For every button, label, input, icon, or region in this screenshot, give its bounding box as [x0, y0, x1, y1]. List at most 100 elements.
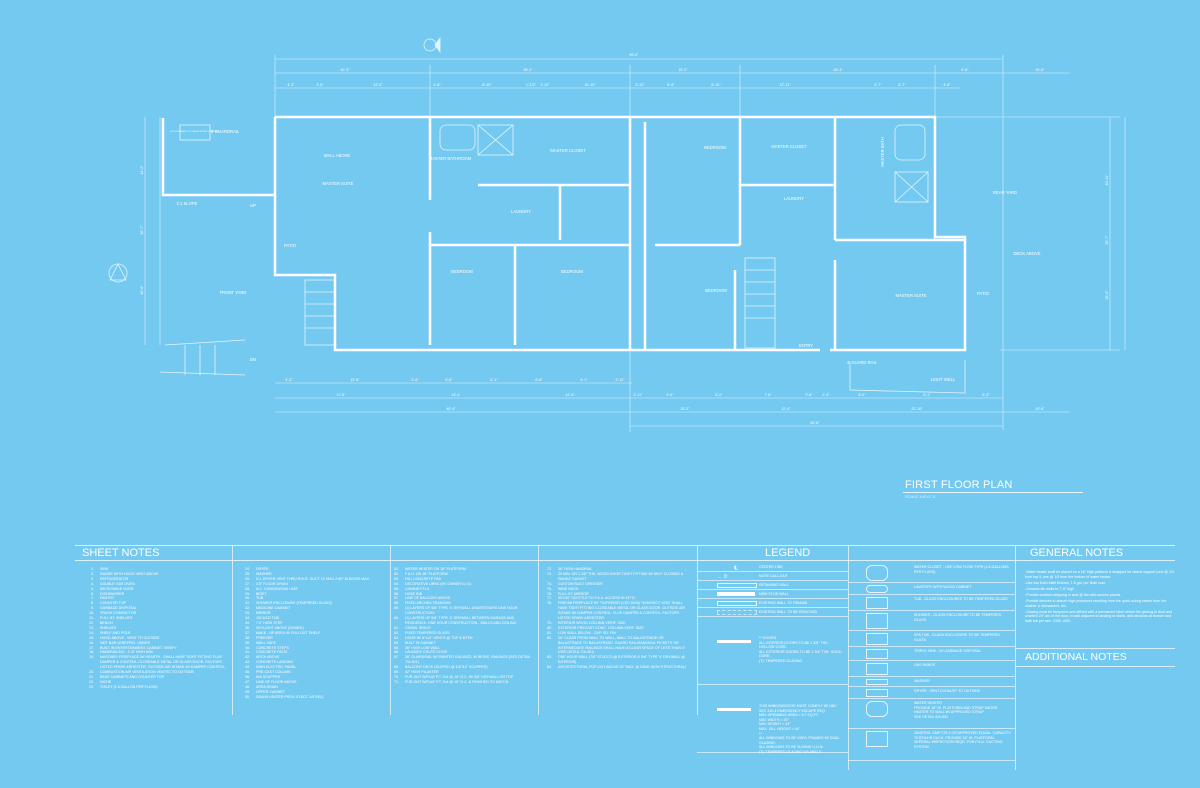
fixture-legend-item: WATER HEATER PROVIDE 18" HI. PLATFORM AN…	[848, 698, 1015, 729]
sheet-note: 84.ARCHITECTURAL POP-OUT ABOVE 30" MAX. …	[538, 665, 688, 670]
sheet-note-text: WET BAR W/REFRIG. UNDER	[100, 640, 151, 645]
sheet-note-text: 36" GUARDRAIL W/ PAINTED GALVNZD. W.IRON…	[405, 655, 531, 665]
dryer-icon	[866, 689, 888, 697]
sheet-note: 33.MIRROR	[236, 611, 386, 616]
sheet-note-text: BIDET	[256, 591, 267, 596]
sheet-note-number: 72.	[547, 567, 552, 571]
sheet-note: 9.GARBAGE DISPOSAL	[80, 606, 230, 611]
sheet-note-text: ARCH ABOVE	[256, 655, 280, 660]
sheet-note-text: LINE OF BALCONY ABOVE	[405, 596, 451, 601]
sheet-note: 60.(1) LAYERS OF 5/8" TYPE 'X' DRYWALL B…	[385, 616, 535, 626]
sheet-note: 21.BASE CABINETS AND COUNTER TOP	[80, 675, 230, 680]
legend-item-label: EXISTING WALL TO BE REMOVED	[759, 610, 818, 614]
sheet-note-number: 65.	[394, 645, 399, 650]
room-label-patio-left: PATIO	[284, 243, 297, 248]
sheet-note-number: 22.	[89, 679, 94, 684]
divider	[848, 545, 849, 770]
sheet-note-number: 61.	[394, 625, 399, 630]
dimension-label: 4'-3"	[285, 378, 293, 382]
sheet-note: 52.F.A.U. ON 18" PLATFORM	[385, 572, 535, 577]
sheet-note-number: 29.	[245, 591, 250, 596]
sheet-note: 68.BALCONY DECK (SLOPED @ 1/4"/12" SCUPP…	[385, 665, 535, 670]
sheet-note-text: JACUZZI TUB	[256, 616, 279, 621]
dimension-label: 6'-1"	[923, 393, 931, 397]
sheet-note-text: TOILET (1.6 GALLON PER FLUSH)	[100, 684, 158, 689]
sheet-note: 71.FUR-OUT W/FLAT P.T. 2x4 @ 16" O.C. & …	[385, 680, 535, 685]
sheet-note-text: UPPER CABINET	[256, 689, 285, 694]
sheet-note-text: DECORATIVE URNS (BY OWNER N.I.C)	[405, 581, 472, 586]
sheet-note: 56.HOSE BIB	[385, 592, 535, 597]
center-line-icon: ℄	[734, 566, 738, 572]
title-underline	[903, 492, 1083, 493]
sheet-note-number: 10.	[89, 611, 94, 616]
general-note: -Water heater shall be placed on a 18" h…	[1025, 570, 1175, 579]
stairs	[304, 257, 776, 349]
sheet-note-number: 51.	[394, 567, 399, 571]
sheet-note-text: LOW WALL BELOW - OVP. SD. FIN	[558, 630, 616, 635]
fixture-legend-item: GAS RANGE	[848, 660, 1015, 677]
sheet-note-number: 67.	[394, 655, 399, 660]
sheet-note-text: TUB	[256, 596, 264, 601]
notes-top-rule	[75, 545, 1175, 546]
fixture-legend-item: JANITROL GMP 075-3 OR APPROVED EQUAL. CA…	[848, 728, 1015, 761]
sheet-note: 24.DRYER	[236, 567, 386, 572]
room-label-bedroom-4: BEDROOM	[705, 288, 727, 293]
sheet-note-number: 9.	[91, 606, 94, 611]
room-label-master-closet-left: MASTER CLOSET	[550, 148, 586, 153]
sheet-note: 69.42" HIGH PILASTER	[385, 670, 535, 675]
sheet-note-number: 50.	[245, 694, 250, 699]
sheet-note: 54.DECORATIVE URNS (BY OWNER N.I.C)	[385, 582, 535, 587]
sheet-note: 66.LAUNDRY CHUTE DOOR	[385, 650, 535, 655]
sheet-note-number: 64.	[394, 640, 399, 645]
room-label-note-box: ALL DOORS ARE 7'-0" UNLESS NOTED OTHERWI…	[170, 130, 220, 133]
drawing-title: FIRST FLOOR PLAN	[905, 479, 1013, 491]
sheet-note-text: 42" HIGH PILASTER	[405, 670, 439, 675]
sheet-note-number: 16.	[89, 640, 94, 645]
sheet-note-text: RANGE WITH HOOD VENT ABOVE	[100, 571, 159, 576]
washer-icon	[866, 679, 888, 685]
fixture-legend-label: WATER HEATER PROVIDE 18" HI. PLATFORM AN…	[914, 701, 998, 719]
sheet-note-number: 42.	[245, 655, 250, 660]
tub-icon	[866, 597, 888, 609]
sheet-note-number: 46.	[245, 674, 250, 679]
sheet-note: 77.30"x30" SCUTTLE TO F.A.U. ACCESS IN A…	[538, 596, 688, 601]
dimension-label: 20'-7"	[1105, 235, 1109, 245]
sheet-note: 39.WALL SAFE	[236, 641, 386, 646]
sheet-note-text: MAIN ELECTRIC PANEL	[256, 665, 297, 670]
sheet-note-number: 68.	[394, 665, 399, 670]
sheet-note-number: 55.	[394, 586, 399, 591]
dimension-label: 10'-6"	[1035, 407, 1045, 411]
sheet-note: 50. SAUNA HEATER PROV. ELECT. AS REQ.	[236, 695, 386, 700]
dimension-label: 4'-8"	[943, 83, 951, 87]
sheet-note-number: 45.	[245, 670, 250, 675]
sheet-note-number: 17.	[89, 645, 94, 650]
dimension-label: 3'-6"	[316, 83, 324, 87]
sheet-note-text: BUILT IN CABINET	[405, 640, 437, 645]
sheet-note: 13.SHELVES	[80, 626, 230, 631]
fixtures-and-stairs	[108, 36, 966, 394]
sheet-note-text: SAUNA HEATER PROV. ELECT. AS REQ.	[256, 694, 324, 699]
dimension-label: 8'-10"	[482, 83, 492, 87]
sheet-note-text: CUSTOM BUILT DRESSER	[558, 581, 603, 586]
dimension-label: 4'-7"	[874, 83, 882, 87]
gas-range-icon	[866, 663, 888, 675]
room-label-wall-above: WALL ABOVE	[324, 153, 351, 158]
dimension-label: 30'-3"	[340, 68, 350, 72]
water-heater-icon	[866, 701, 888, 717]
general-note: -Use low flush toilet fixtures, 1.6 gal.…	[1025, 580, 1107, 585]
fixture-legend-label: SHOWER - GLASS ENCLOSURE TO BE TEMPERED …	[914, 613, 1002, 622]
fixture-legend-item: TUB - GLASS ENCLOSURES TO BE TEMPERED GL…	[848, 594, 1015, 611]
dimension-label: 12'-11"	[780, 83, 792, 87]
sheet-note-number: 77.	[547, 596, 552, 601]
sheet-note-text: COUNTER TOP	[100, 601, 127, 606]
divider	[697, 545, 698, 715]
sheet-note-text: ARCHITECTURAL POP-OUT ABOVE 30" MAX. @ E…	[558, 665, 687, 670]
sheet-note-number: 3.	[91, 576, 94, 581]
sheet-note: 5.MICROWAVE OVEN	[80, 587, 230, 592]
room-label-laundry-left: LAUNDRY	[511, 209, 531, 214]
sheet-note-number: 76.	[547, 591, 552, 596]
sheet-note-text: SKYLIGHT ABOVE (DOMED)	[256, 625, 304, 630]
sheet-note: 75.WINE RACK	[538, 587, 688, 592]
sheet-note-text: CHIMNEY FLU	[405, 586, 430, 591]
